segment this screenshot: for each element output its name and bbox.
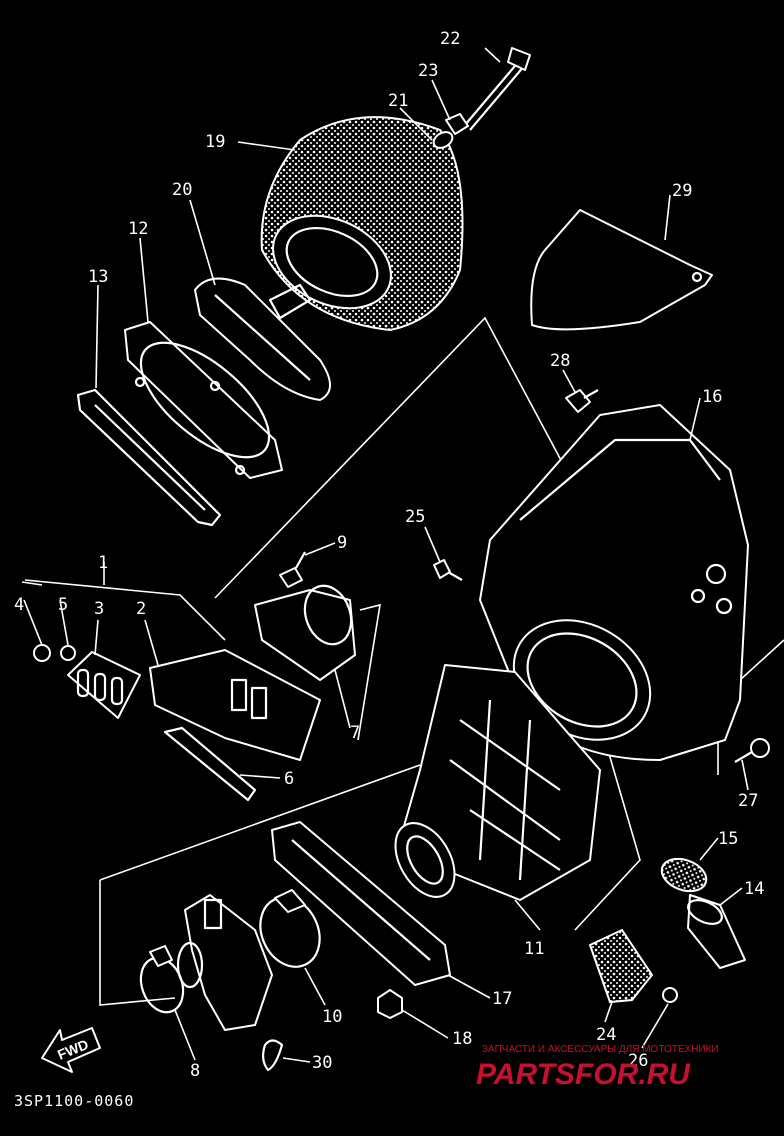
callout-29: 29: [672, 181, 692, 201]
callout-12: 12: [128, 219, 148, 239]
callout-26: 26: [628, 1051, 648, 1071]
part-15-hose: [660, 857, 708, 893]
leader-lines: [21, 47, 749, 1063]
part-10-clamp: [259, 889, 321, 968]
callout-16: 16: [702, 387, 722, 407]
callout-20: 20: [172, 180, 192, 200]
callout-14: 14: [744, 879, 764, 899]
part-8-clamp: [139, 945, 185, 1014]
callout-labels: 22 23 21 19 20 29 12 13 28 16 25 9 1 4 5…: [14, 29, 764, 1081]
part-3-reed-plate: [67, 651, 141, 719]
part-11-air-filter-joint: [394, 664, 601, 901]
part-6-reed-gasket: [163, 726, 257, 802]
part-12-filter-cage: [124, 321, 283, 479]
callout-4: 4: [14, 595, 24, 615]
callout-24: 24: [596, 1025, 616, 1045]
callout-28: 28: [550, 351, 570, 371]
callout-1: 1: [98, 553, 108, 573]
part-5-washer: [60, 645, 76, 661]
part-30-clip: [261, 1039, 284, 1072]
callout-27: 27: [738, 791, 758, 811]
carburetor: [176, 894, 273, 1031]
diagram-code: 3SP1100-0060: [14, 1092, 134, 1110]
part-25-screw: [433, 559, 463, 581]
part-13-gasket: [76, 388, 222, 527]
part-23-nut: [445, 113, 469, 135]
fwd-arrow: FWD: [41, 1027, 101, 1073]
callout-2: 2: [136, 599, 146, 619]
callout-11: 11: [524, 939, 544, 959]
part-26-washer: [662, 987, 678, 1003]
callout-7: 7: [350, 723, 360, 743]
part-24-sponge: [588, 928, 654, 1004]
part-28-bolt: [565, 389, 599, 413]
callout-6: 6: [284, 769, 294, 789]
part-21-washer: [432, 131, 454, 149]
callout-8: 8: [190, 1061, 200, 1081]
callout-23: 23: [418, 61, 438, 81]
part-20-filter-guide: [194, 277, 331, 401]
callout-13: 13: [88, 267, 108, 287]
part-4-screw: [33, 644, 51, 662]
callout-21: 21: [388, 91, 408, 111]
watermark-tagline: ЗАПЧАСТИ И АКСЕССУАРЫ ДЛЯ МОТОТЕХНИКИ: [482, 1044, 719, 1055]
callout-19: 19: [205, 132, 225, 152]
part-14-hose: [687, 894, 746, 969]
part-9-bolt: [279, 551, 306, 588]
callout-9: 9: [337, 533, 347, 553]
part-7-joint: [254, 584, 356, 681]
part-17-gasket-plate: [271, 821, 451, 986]
callout-3: 3: [94, 599, 104, 619]
part-27-bolt: [734, 738, 770, 763]
part-22-bolt: [464, 47, 531, 131]
callout-18: 18: [452, 1029, 472, 1049]
callout-25: 25: [405, 507, 425, 527]
part-19-air-filter-element: [260, 116, 464, 332]
callout-10: 10: [322, 1007, 342, 1027]
part-2-reed-valve: [149, 649, 321, 761]
watermark-brand: PARTSFOR.RU: [476, 1058, 691, 1091]
callout-15: 15: [718, 829, 738, 849]
callout-30: 30: [312, 1053, 332, 1073]
callout-17: 17: [492, 989, 512, 1009]
callout-22: 22: [440, 29, 460, 49]
part-29-cover: [530, 209, 713, 331]
callout-5: 5: [58, 595, 68, 615]
watermark: ЗАПЧАСТИ И АКСЕССУАРЫ ДЛЯ МОТОТЕХНИКИ PA…: [476, 1044, 719, 1091]
part-18-nut: [377, 989, 403, 1019]
